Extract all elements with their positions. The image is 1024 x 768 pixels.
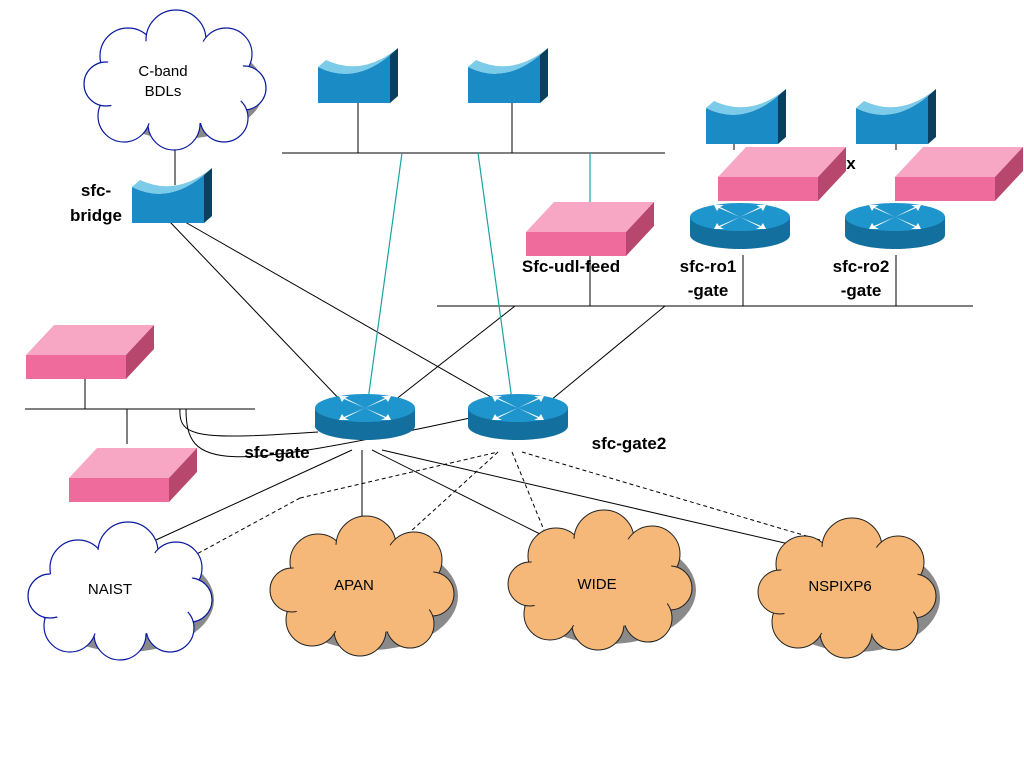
workstation-icon [69, 448, 197, 502]
nspixp6-label: NSPIXP6 [808, 578, 871, 595]
nspixp6-cloud: NSPIXP6 [757, 517, 940, 659]
sfc-ro1-gate-router-icon [690, 203, 790, 249]
x-mark-label: x [846, 154, 856, 173]
sfc-gate2-label: sfc-gate2 [592, 434, 667, 453]
dashed-links [194, 451, 821, 556]
satellite-dish-icon [318, 48, 398, 103]
sfc-ro1-label-line1: sfc-ro1 [680, 257, 737, 276]
sfc-bridge-label-line1: sfc- [81, 181, 111, 200]
sfc-gate-router-icon [315, 394, 415, 440]
sfc-gate2-router-icon [468, 394, 568, 440]
sfc-ro2-label-line1: sfc-ro2 [833, 257, 890, 276]
sfc-udl-feed-label: Sfc-udl-feed [522, 257, 620, 276]
satellite-dish-icon [856, 89, 936, 144]
sfc-gate-label: sfc-gate [244, 443, 309, 462]
satellite-dish-icon [706, 89, 786, 144]
sfc-ro2-gate-router-icon [845, 203, 945, 249]
apan-label: APAN [334, 577, 374, 594]
workstation-icon [718, 147, 846, 201]
sfc-bridge-label-line2: bridge [70, 206, 122, 225]
naist-label: NAIST [88, 581, 132, 598]
wide-cloud: WIDE [507, 509, 696, 651]
satellite-dish-icon [468, 48, 548, 103]
workstation-icon [26, 325, 154, 379]
apan-cloud: APAN [269, 515, 458, 657]
sfc-ro1-label-line2: -gate [688, 281, 729, 300]
dashed-link [299, 451, 499, 499]
workstation-icon [895, 147, 1023, 201]
cband-label-line1: C-band [138, 63, 187, 80]
cband-label-line2: BDLs [145, 83, 182, 100]
naist-cloud: NAIST [27, 521, 214, 661]
cband-cloud: C-band BDLs [83, 9, 267, 151]
sfc-ro2-label-line2: -gate [841, 281, 882, 300]
wide-label: WIDE [577, 576, 616, 593]
teal-links [367, 152, 591, 401]
sfc-bridge-dish-icon [132, 168, 212, 223]
sfc-udl-feed-workstation-icon [526, 202, 654, 256]
